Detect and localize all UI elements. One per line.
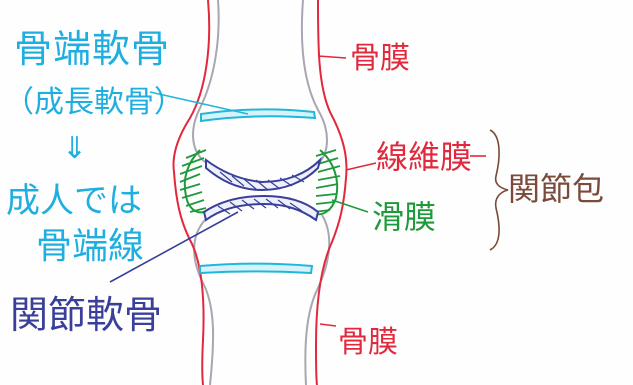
label-adult-line1: 成人では (6, 181, 142, 221)
label-adult-line2: 骨端線 (36, 226, 144, 267)
label-joint-capsule: 関節包 (508, 170, 604, 208)
leader-periosteum-bottom (320, 324, 336, 326)
upper-bone-outline-left (193, 0, 219, 162)
label-fibrous-membrane: 線維膜 (376, 138, 472, 176)
label-synovial-membrane: 滑膜 (372, 198, 436, 236)
leader-fibrous (346, 163, 376, 170)
upper-bone-outline-right (302, 0, 327, 164)
label-arrow: ⇓ (62, 131, 87, 166)
joint-capsule-brace (490, 130, 508, 250)
label-growth-cartilage: （成長軟骨） (4, 85, 184, 120)
label-articular-cartilage: 関節軟骨 (10, 293, 162, 337)
leader-synovial (332, 200, 368, 212)
leader-periosteum-top (318, 56, 346, 58)
label-periosteum-top: 骨膜 (350, 41, 410, 76)
label-periosteum-bottom: 骨膜 (338, 325, 398, 360)
epiphyseal-line-lower (200, 264, 312, 273)
periosteum-left (174, 0, 210, 385)
epiphyseal-line-upper (201, 110, 315, 121)
label-epiphyseal-cartilage: 骨端軟骨 (14, 27, 170, 71)
